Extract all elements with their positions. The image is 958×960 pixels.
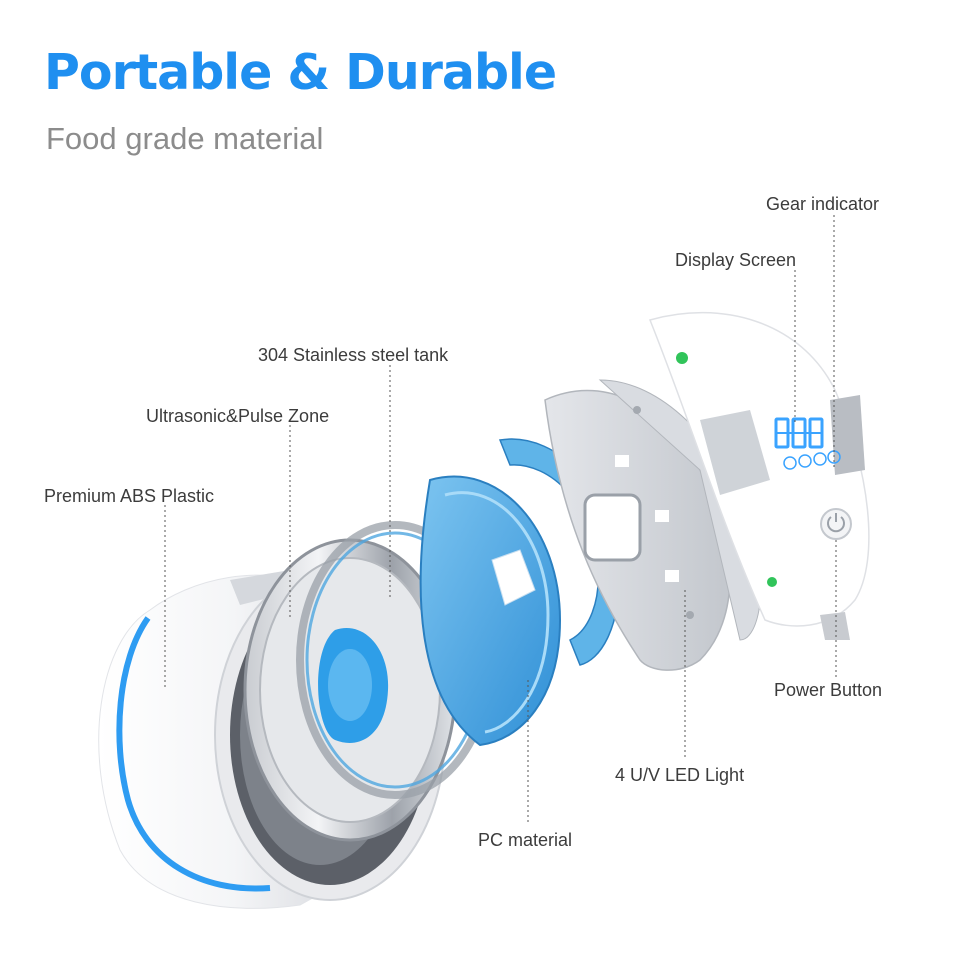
callout-ultrasonic-zone: Ultrasonic&Pulse Zone: [146, 406, 330, 426]
callout-steel-tank: 304 Stainless steel tank: [258, 345, 449, 365]
display-screen: [774, 417, 824, 449]
callout-abs-plastic: Premium ABS Plastic: [44, 486, 215, 506]
pc-material-lid: [419, 475, 562, 747]
callout-display-screen: Display Screen: [675, 250, 797, 270]
callout-pc-material: PC material: [478, 830, 573, 850]
stainless-steel-tank: [243, 538, 457, 842]
callout-uv-led: 4 U/V LED Light: [615, 765, 745, 785]
control-cap: [648, 311, 870, 640]
callout-leader-lines: [164, 215, 837, 822]
page-subtitle: Food grade material: [46, 121, 324, 156]
callout-gear-indicator: Gear indicator: [766, 194, 880, 214]
callout-power-button: Power Button: [774, 680, 883, 700]
power-button-icon: [820, 508, 852, 540]
page-title: Portable & Durable: [44, 44, 557, 101]
